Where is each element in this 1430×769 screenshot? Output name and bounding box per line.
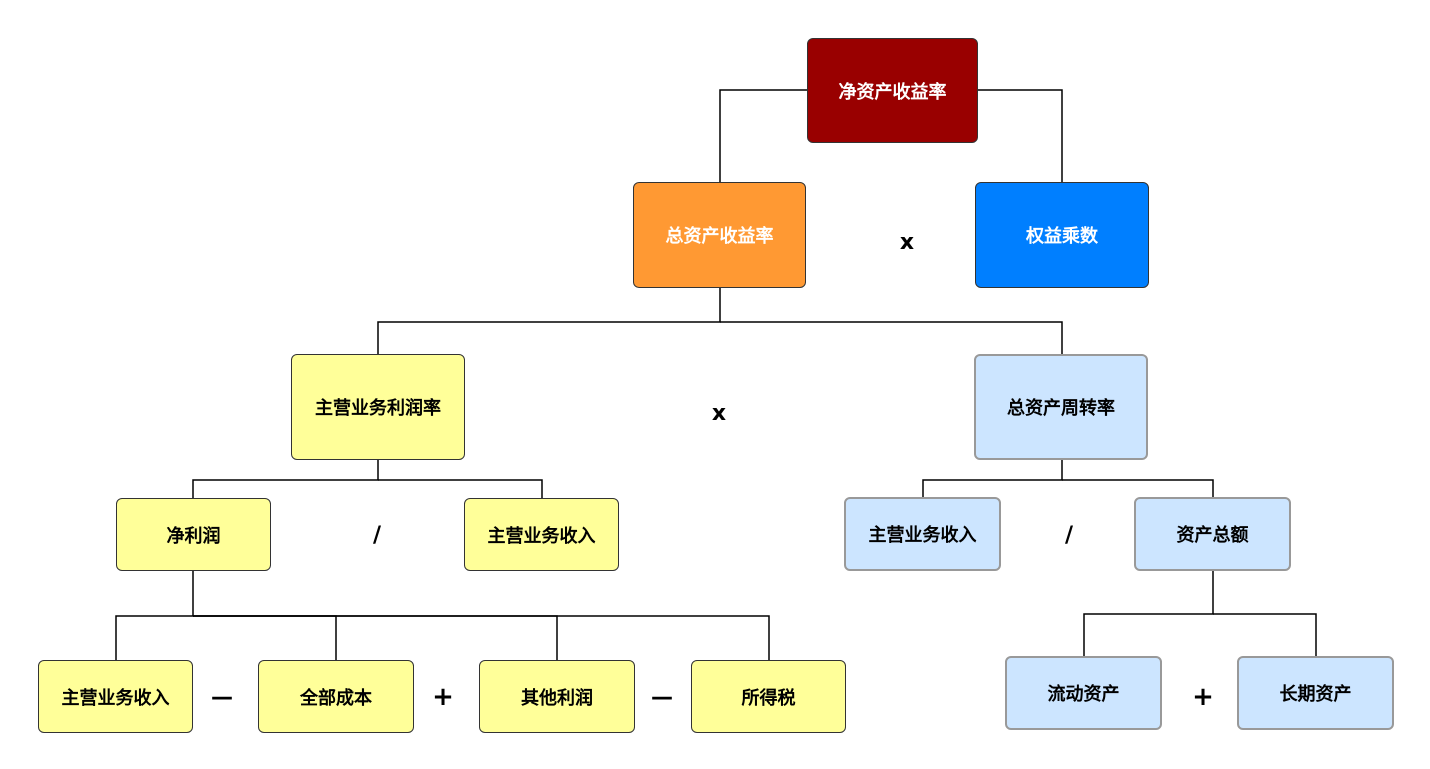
node-total-assets: 资产总额 xyxy=(1134,497,1291,571)
connector-profit-margin-net-profit xyxy=(192,460,379,498)
node-long-term-assets: 长期资产 xyxy=(1237,656,1394,730)
connector-total-assets-long-term xyxy=(1213,613,1317,656)
operator-divide-left: / xyxy=(372,522,382,548)
node-total-cost: 全部成本 xyxy=(258,660,414,733)
operator-divide-right: / xyxy=(1064,522,1074,548)
node-roe: 净资产收益率 xyxy=(807,38,978,143)
connector-net-profit-revenue xyxy=(115,571,194,660)
connector-net-profit-tax xyxy=(193,615,770,660)
node-net-profit: 净利润 xyxy=(116,498,271,571)
operator-minus-2: — xyxy=(651,684,673,710)
node-roa: 总资产收益率 xyxy=(633,182,806,288)
connector-roe-roa xyxy=(719,89,807,182)
operator-minus-1: — xyxy=(211,684,233,710)
connector-net-profit-other xyxy=(193,615,558,660)
connector-turnover-revenue xyxy=(922,460,1063,498)
node-asset-turnover: 总资产周转率 xyxy=(974,354,1148,460)
node-main-revenue-profit-branch: 主营业务收入 xyxy=(464,498,619,571)
node-main-revenue-net-profit-branch: 主营业务收入 xyxy=(38,660,193,733)
connector-roe-equity-multiplier xyxy=(978,89,1063,182)
connector-net-profit-cost xyxy=(193,615,337,660)
operator-multiply-mid: x xyxy=(711,400,727,426)
node-current-assets: 流动资产 xyxy=(1005,656,1162,730)
operator-multiply-top: x xyxy=(899,229,915,255)
connector-turnover-total-assets xyxy=(1062,479,1214,498)
connector-profit-margin-revenue xyxy=(378,479,543,498)
operator-plus-2: + xyxy=(1192,682,1214,712)
node-income-tax: 所得税 xyxy=(691,660,846,733)
node-equity-multiplier: 权益乘数 xyxy=(975,182,1149,288)
connector-roa-asset-turnover xyxy=(720,321,1063,354)
node-other-profit: 其他利润 xyxy=(479,660,635,733)
connector-total-assets-current xyxy=(1083,571,1214,656)
node-profit-margin: 主营业务利润率 xyxy=(291,354,465,460)
operator-plus-1: + xyxy=(432,682,454,712)
node-main-revenue-turnover-branch: 主营业务收入 xyxy=(844,497,1001,571)
connector-roa-profit-margin xyxy=(377,288,721,354)
